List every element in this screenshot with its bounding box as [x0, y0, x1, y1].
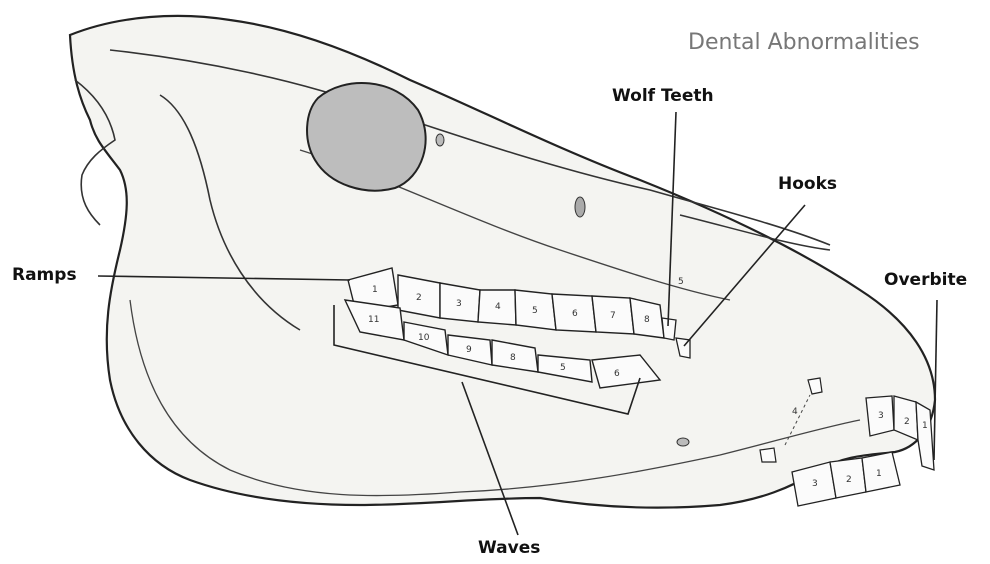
label-ramps: Ramps	[12, 265, 77, 285]
tooth-number: 5	[678, 277, 684, 287]
tooth-number: 1	[876, 469, 882, 479]
tooth-number: 9	[466, 345, 472, 355]
skull-outline	[70, 16, 935, 508]
tooth-number: 4	[495, 302, 501, 312]
lower-canine	[760, 448, 776, 462]
diagram-title: Dental Abnormalities	[688, 30, 920, 55]
wolf-tooth	[662, 318, 676, 340]
tooth-number: 6	[572, 309, 578, 319]
tooth-number: 1	[922, 421, 928, 431]
tooth-number: 1	[372, 285, 378, 295]
tooth-number: 2	[904, 417, 910, 427]
label-wolf-teeth: Wolf Teeth	[612, 86, 714, 106]
tooth-number: 3	[878, 411, 884, 421]
tooth-number: 4	[792, 407, 798, 417]
label-overbite: Overbite	[884, 270, 967, 290]
tooth-number: 2	[416, 293, 422, 303]
label-waves: Waves	[478, 538, 540, 558]
label-hooks: Hooks	[778, 174, 837, 194]
tooth-number: 3	[812, 479, 818, 489]
tooth-number: 8	[510, 353, 516, 363]
tooth-number: 6	[614, 369, 620, 379]
tooth-number: 10	[418, 333, 430, 343]
overbite-leader	[934, 300, 937, 460]
tooth-number: 5	[560, 363, 566, 373]
tooth-number: 11	[368, 315, 379, 325]
tooth-number: 5	[532, 306, 538, 316]
tooth-number: 7	[610, 311, 616, 321]
foramen-1	[575, 197, 585, 217]
foramen-3	[677, 438, 689, 446]
tooth-number: 2	[846, 475, 852, 485]
tooth-number: 8	[644, 315, 650, 325]
tooth-number: 3	[456, 299, 462, 309]
foramen-2	[436, 134, 444, 146]
